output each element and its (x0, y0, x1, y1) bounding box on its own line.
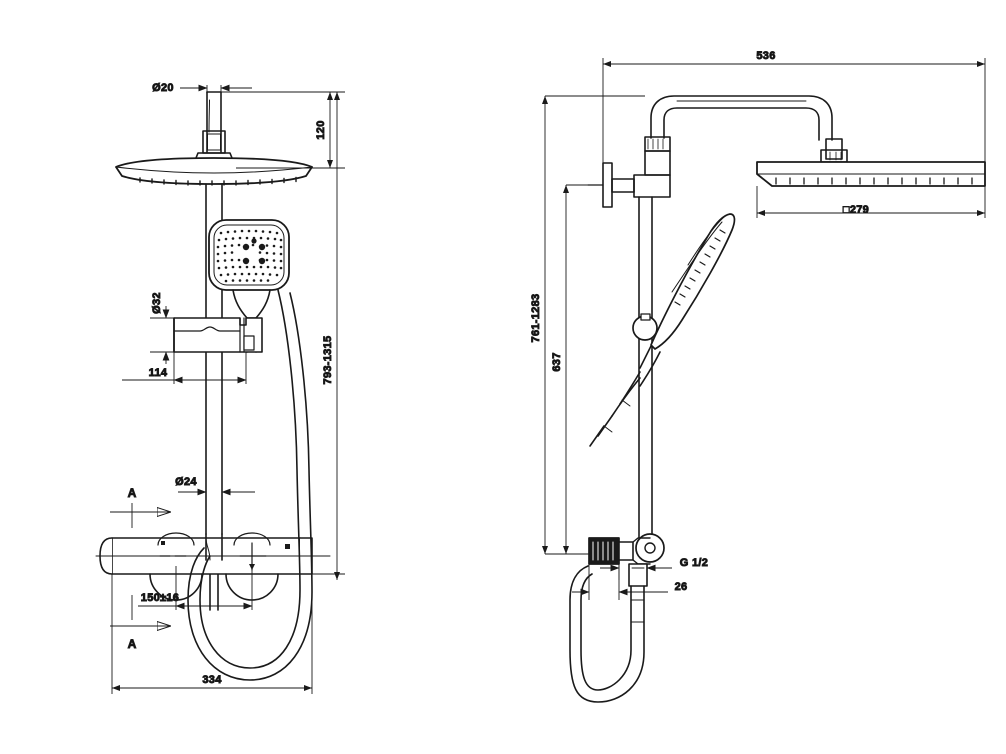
dim-label-w536: 536 (756, 50, 775, 62)
dim-h793-1315: 793-1315 (312, 92, 345, 580)
dim-w114: 114 (122, 352, 247, 384)
dim-label-d26: 26 (675, 581, 688, 593)
dim-h761-1283: 761-1283 (529, 95, 645, 555)
overhead-arm-side (650, 95, 833, 141)
overhead-shower-head (115, 157, 313, 186)
slider-bracket (173, 317, 263, 353)
overhead-shower-head-side (756, 161, 986, 187)
dim-label-h793-1315: 793-1315 (322, 336, 334, 385)
dim-label-h120: 120 (315, 120, 327, 139)
dim-dia32: Ø32 (150, 292, 178, 364)
section-mark-a-top: A (110, 486, 170, 528)
handheld-shower-front (208, 219, 290, 353)
dim-label-w334: 334 (202, 674, 222, 686)
overhead-nozzles (139, 176, 297, 186)
front-elevation-view (95, 91, 331, 681)
valve-body-side (588, 533, 665, 587)
handheld-nozzles-side (674, 229, 726, 306)
dim-label-thread-g12: G 1/2 (680, 557, 708, 569)
handheld-holder-ring (632, 313, 658, 341)
dim-label-c150: 150±16 (141, 592, 179, 604)
dim-label-dia24: Ø24 (175, 476, 197, 488)
overhead-nozzles-side (775, 177, 973, 185)
side-elevation-view (569, 95, 986, 703)
handheld-shower-side (589, 213, 736, 447)
shower-hose-side (569, 565, 645, 703)
dim-dia24: Ø24 (175, 470, 255, 498)
dim-c150: 150±16 (138, 566, 253, 610)
dim-w334: 334 (111, 574, 313, 694)
section-mark-a-bottom: A (110, 595, 170, 652)
dim-thread-g12: G 1/2 (600, 556, 708, 580)
dim-d26: 26 (572, 564, 688, 600)
dim-w536: 536 (602, 49, 986, 163)
front-view-dimensions: Ø20 120 Ø32 114 (110, 81, 345, 694)
dim-label-dia20: Ø20 (152, 82, 174, 94)
dim-label-sq279: □279 (843, 204, 869, 216)
section-label-a-bottom: A (128, 637, 137, 651)
dim-label-dia32: Ø32 (151, 292, 163, 314)
dim-label-h637: 637 (551, 352, 563, 371)
dim-sq279: □279 (756, 186, 986, 218)
dim-dia20: Ø20 (152, 81, 252, 94)
dim-label-w114: 114 (149, 367, 168, 379)
dim-label-h761-1283: 761-1283 (530, 294, 542, 343)
spray-nozzle-pattern (216, 229, 283, 283)
dim-h120: 120 (221, 91, 345, 169)
side-view-dimensions: 536 □279 761-1283 637 (529, 49, 986, 600)
section-label-a-top: A (128, 486, 137, 500)
dim-h637: 637 (550, 184, 603, 555)
shower-hose (187, 289, 313, 681)
